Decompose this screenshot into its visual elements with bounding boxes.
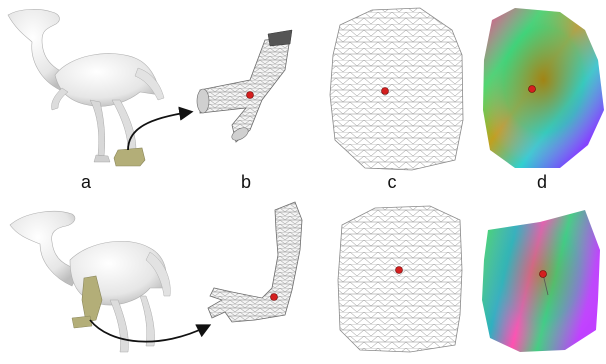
dinosaur-model-top — [8, 9, 164, 166]
marker-b-bottom — [271, 294, 278, 301]
mesh-foot-top — [197, 30, 292, 143]
flat-mesh-bottom — [338, 206, 462, 352]
arrow-top — [128, 112, 190, 150]
color-map-bottom — [482, 210, 600, 352]
marker-d-bottom — [540, 271, 547, 278]
dinosaur-model-bottom — [10, 211, 170, 352]
marker-b-top — [247, 92, 254, 99]
mesh-arm-bottom — [208, 202, 302, 322]
flat-mesh-top — [330, 8, 463, 170]
marker-c-bottom — [396, 267, 403, 274]
marker-d-top — [529, 86, 536, 93]
color-map-top — [483, 8, 604, 168]
marker-c-top — [382, 88, 389, 95]
